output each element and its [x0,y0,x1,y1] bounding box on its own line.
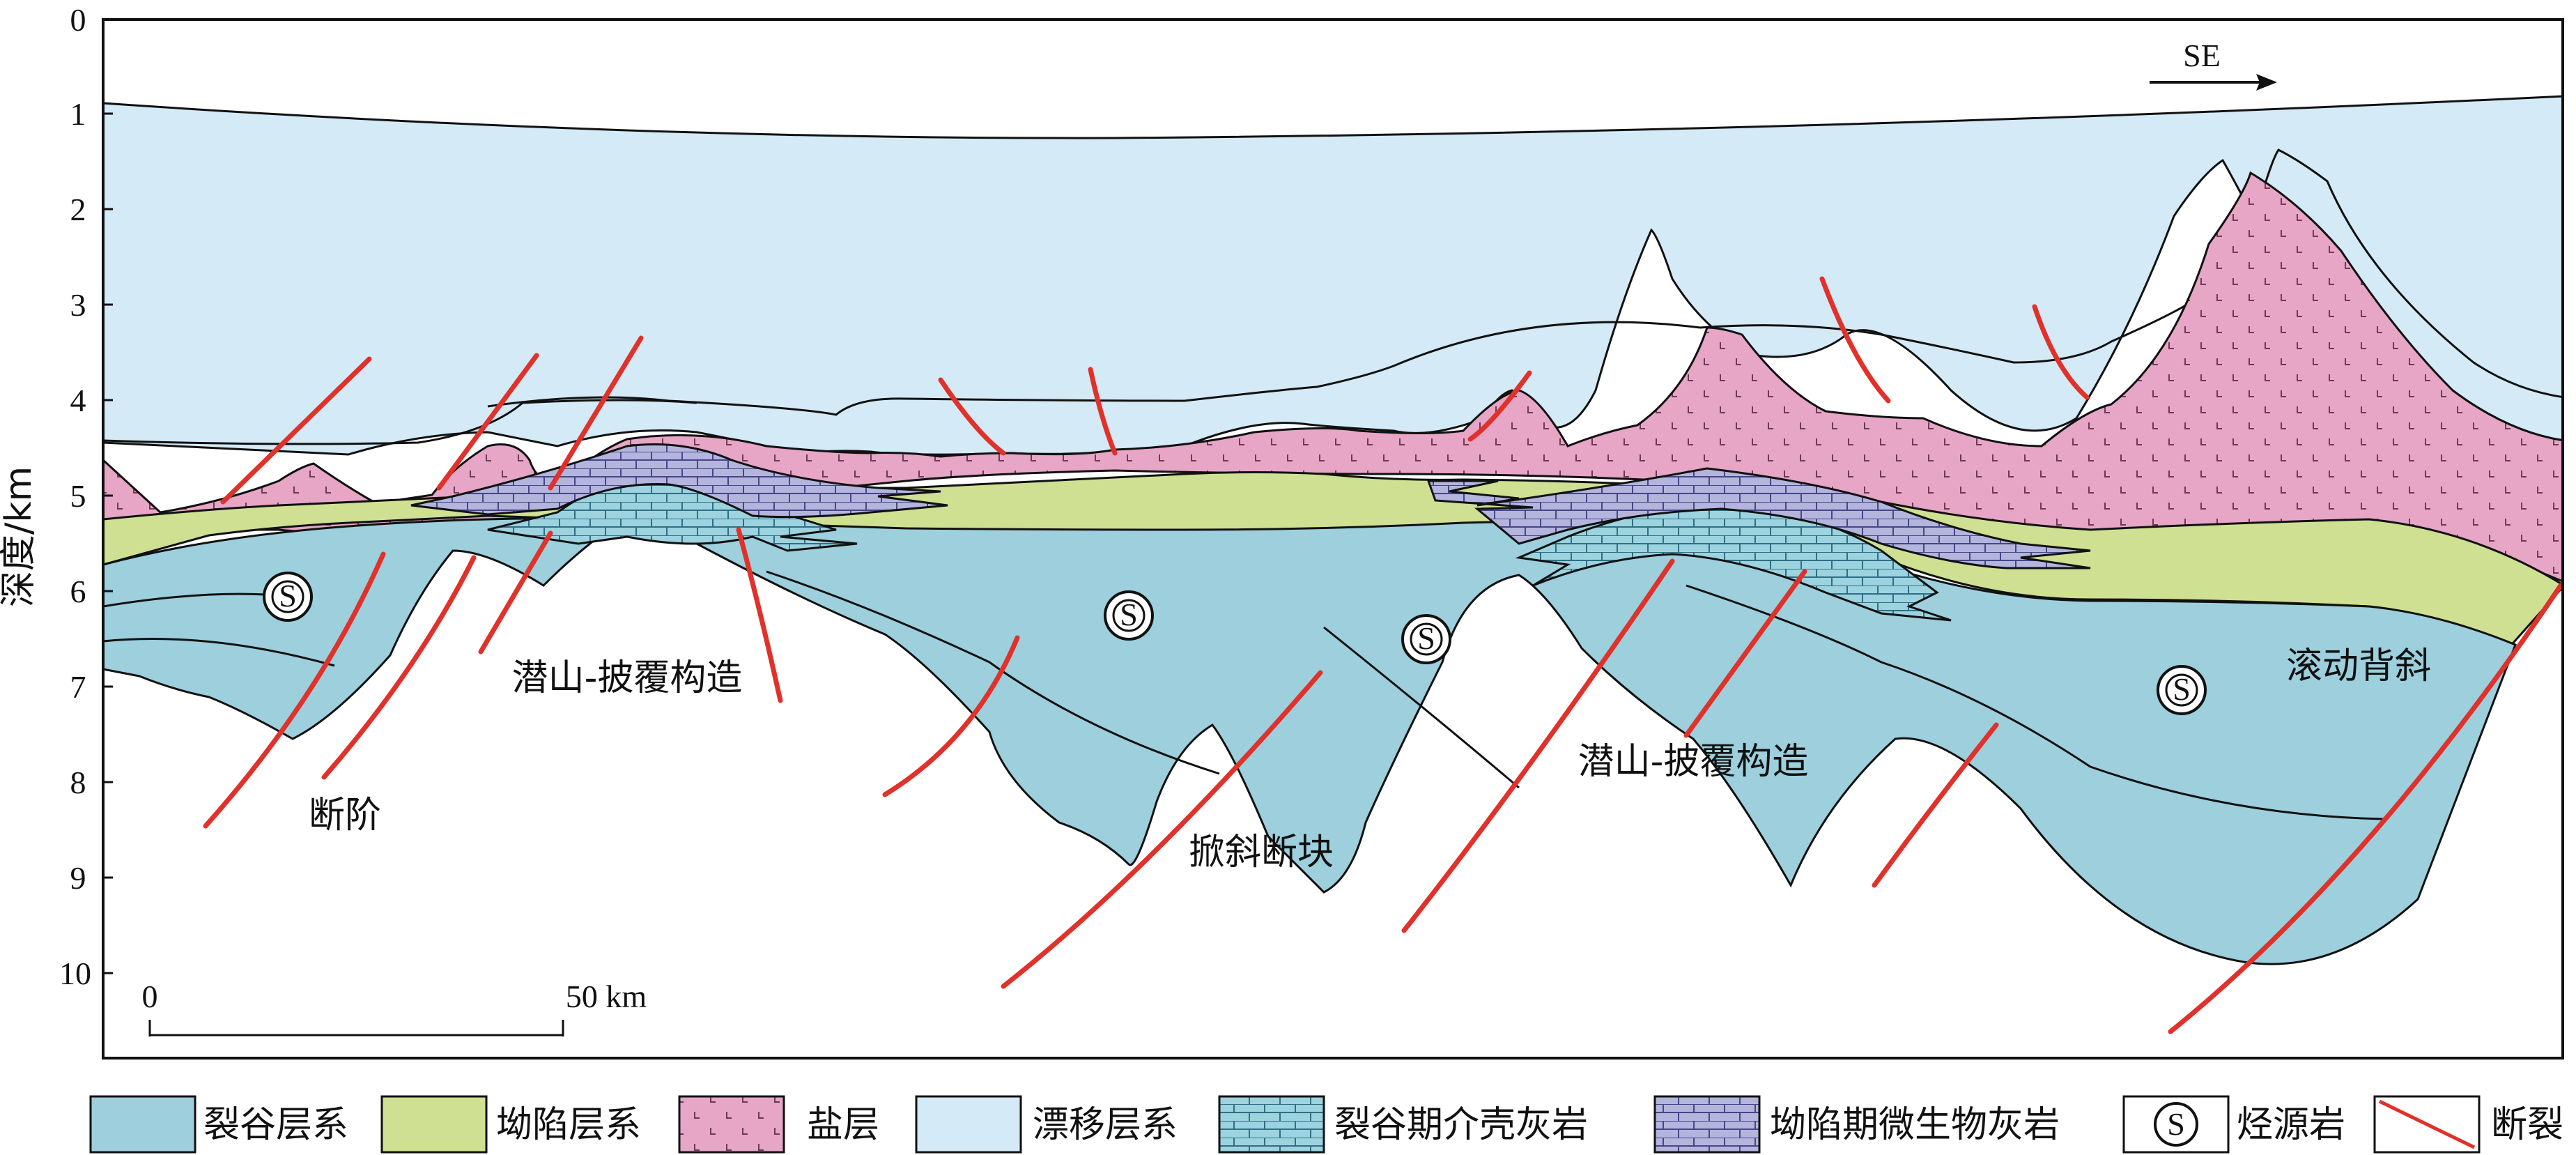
fault-line [203,551,386,829]
section-frame [102,18,2564,1060]
direction-label: SE [2183,38,2221,73]
scale-start-label: 0 [142,979,158,1014]
rift-horizon-1 [103,638,335,667]
drift-horizon-1 [487,148,2563,416]
fault-line [2032,304,2090,400]
y-tick-label: 10 [59,956,91,991]
svg-text:S: S [1120,597,1138,632]
legend-item-rift: 裂谷层系 [89,1095,348,1154]
direction-indicator: SE [2150,38,2277,91]
legend-item-coquina: 裂谷期介壳灰岩 [1218,1095,1588,1154]
drift-horizon-2 [103,399,697,445]
label-tilted-block: 掀斜断块 [1189,832,1334,873]
legend-item-microbial: 坳陷期微生物灰岩 [1653,1095,2060,1154]
fault-line [2168,583,2563,1034]
y-tick-label: 8 [70,765,86,800]
y-tick-label: 9 [70,860,86,896]
svg-text:S: S [279,578,297,613]
svg-text:坳陷期微生物灰岩: 坳陷期微生物灰岩 [1770,1104,2060,1146]
fault-line [1872,722,1999,888]
fault-line [882,635,1020,797]
svg-text:烃源岩: 烃源岩 [2237,1104,2345,1146]
y-tick-label: 0 [70,2,86,38]
svg-text:漂移层系: 漂移层系 [1033,1104,1178,1146]
fault-line [1088,367,1118,456]
rift-horizon-4 [1323,626,1520,789]
y-tick-label: 3 [70,287,86,323]
fault-line [1819,276,1891,404]
source-rock-symbol: S [1401,614,1451,664]
legend-item-drift: 漂移层系 [915,1095,1178,1154]
fault-line [938,377,1006,456]
label-buried-hill-2: 潜山-披覆构造 [1578,741,1809,783]
y-axis-label: 深度/km [0,466,40,607]
fault-line [1401,558,1675,933]
legend-item-fault: 断裂 [2373,1095,2563,1154]
fault-line [220,356,372,505]
microbial-body-1 [410,443,948,519]
label-fault-step: 断阶 [309,795,381,836]
svg-text:S: S [2173,671,2191,707]
y-axis: 0 1 2 3 4 5 6 7 8 9 10 深度/km [0,2,113,991]
fault-line [321,555,477,780]
section-body: S S S S [103,95,2563,1034]
svg-text:坳陷层系: 坳陷层系 [496,1104,641,1146]
y-tick-label: 4 [70,383,86,418]
svg-text:盐层: 盐层 [807,1104,879,1146]
svg-text:断裂: 断裂 [2491,1104,2563,1146]
scale-end-label: 50 km [566,979,647,1014]
legend-item-salt: 盐层 [678,1095,879,1154]
svg-text:裂谷层系: 裂谷层系 [203,1104,348,1146]
rift-horizon-5 [1686,584,2384,820]
y-tick-label: 7 [70,669,86,705]
label-rollover-anticline: 滚动背斜 [2286,645,2431,687]
legend-item-sag: 坳陷层系 [380,1095,641,1154]
svg-text:S: S [1417,620,1435,656]
microbial-body-2 [1426,467,2091,569]
fault-line [436,353,539,491]
svg-text:裂谷期介壳灰岩: 裂谷期介壳灰岩 [1334,1104,1588,1146]
svg-text:S: S [2167,1106,2185,1142]
fault-line [548,335,644,491]
y-tick-label: 5 [70,478,86,514]
fault-icon [2378,1099,2476,1149]
fault-line [1001,670,1323,989]
fault-line [1683,569,1807,738]
y-tick-label: 6 [70,574,86,609]
source-rock-icon [2154,1102,2198,1147]
source-rock-symbol: S [1104,590,1154,641]
fault-line [736,527,783,703]
source-rock-symbol: S [263,572,313,622]
rift-horizon-3 [766,570,1220,775]
arrow-right-icon [2256,74,2277,91]
legend-item-source-rock: S 烃源岩 [2122,1095,2345,1154]
faults [203,276,2563,1034]
fault-line [478,530,553,655]
y-tick-label: 1 [70,96,86,132]
legend: 裂谷层系 坳陷层系 盐层 漂移层系 裂谷期介壳灰岩 坳陷期微生物灰岩 S 烃源岩 [89,1095,2563,1154]
y-tick-label: 2 [70,192,86,227]
scale-bar: 0 50 km [142,979,647,1037]
label-buried-hill-1: 潜山-披覆构造 [512,657,743,699]
fault-line [1467,370,1532,442]
source-rock-symbol: S [2157,665,2207,715]
